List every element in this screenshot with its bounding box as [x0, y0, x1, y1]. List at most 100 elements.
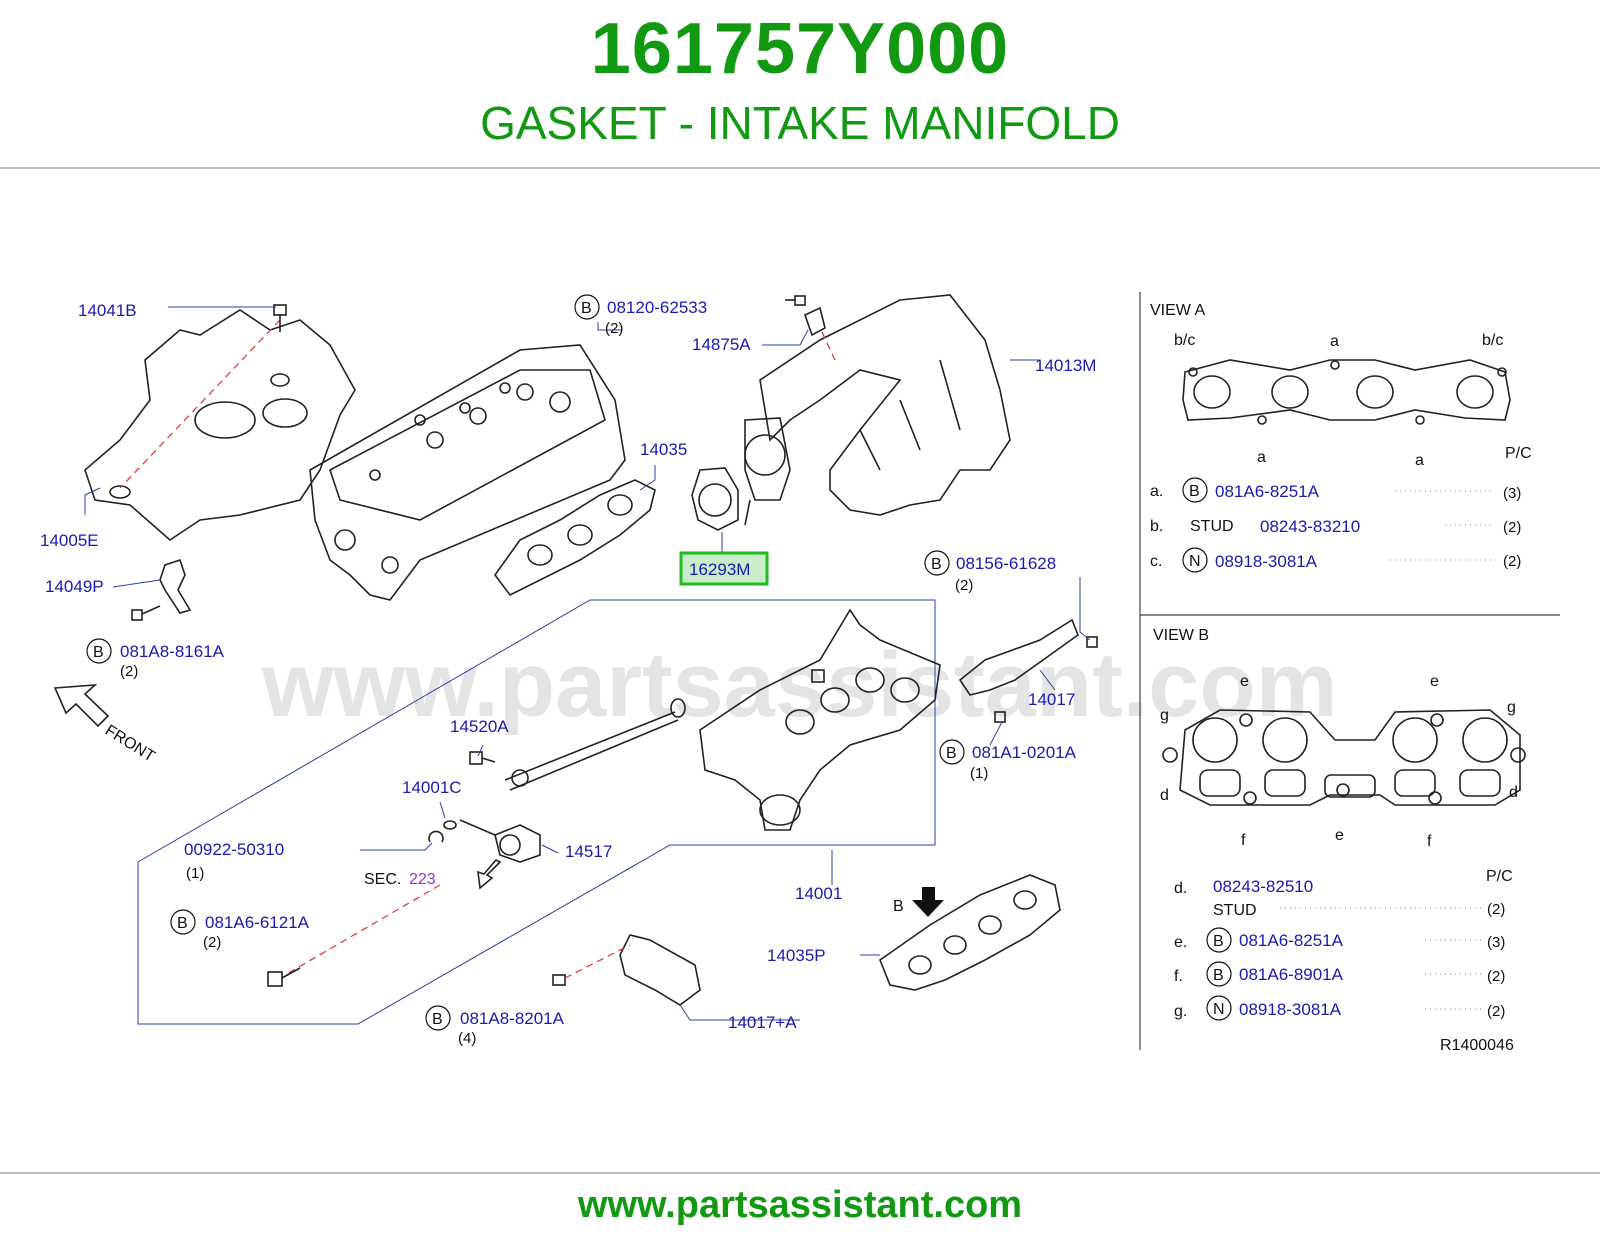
svg-text:f.: f.	[1174, 968, 1183, 985]
engine-cover-drawing	[84, 309, 356, 542]
diagram-reference: R1400046	[1440, 1037, 1514, 1054]
label-08120-62533[interactable]: 08120-62533	[607, 298, 707, 317]
front-arrow-icon	[53, 684, 110, 728]
view-b-pc: P/C	[1486, 868, 1513, 885]
badge-b-icon	[86, 638, 112, 664]
svg-text:N: N	[1189, 553, 1201, 570]
label-081A8-8161A[interactable]: 081A8-8161A	[120, 642, 225, 661]
view-b-title: VIEW B	[1153, 627, 1209, 644]
label-14013M[interactable]: 14013M	[1035, 356, 1096, 375]
label-16293M[interactable]: 16293M	[689, 560, 750, 579]
label-14875A[interactable]: 14875A	[692, 335, 751, 354]
svg-text:08918-3081A[interactable]: 08918-3081A	[1239, 1000, 1342, 1019]
label-front: FRONT	[102, 722, 158, 766]
footer-url[interactable]: www.partsassistant.com	[577, 1184, 1023, 1226]
svg-text:081A6-8901A[interactable]: 081A6-8901A	[1239, 965, 1344, 984]
svg-text:d.: d.	[1174, 880, 1187, 897]
svg-text:(2): (2)	[1487, 901, 1505, 918]
svg-text:a.: a.	[1150, 483, 1163, 500]
label-14517[interactable]: 14517	[565, 842, 612, 861]
view-a-row: a. B 081A6-8251A (3)	[1150, 477, 1521, 503]
view-b-row: d. 08243-82510	[1174, 877, 1313, 897]
view-b-letter: e	[1430, 673, 1439, 690]
badge-b-icon	[1206, 961, 1232, 987]
label-14049P[interactable]: 14049P	[45, 577, 104, 596]
svg-text:b.: b.	[1150, 518, 1163, 535]
badge-b-letter: B	[581, 300, 592, 317]
view-a-letter: a	[1415, 452, 1424, 469]
view-a-gasket-drawing	[1182, 359, 1511, 425]
label-sec: SEC.	[364, 871, 401, 888]
svg-text:c.: c.	[1150, 553, 1162, 570]
svg-text:08243-83210[interactable]: 08243-83210	[1260, 517, 1360, 536]
label-14017[interactable]: 14017	[1028, 690, 1075, 709]
view-a-title: VIEW A	[1150, 302, 1205, 319]
label-08156-61628[interactable]: 08156-61628	[956, 554, 1056, 573]
svg-text:N: N	[1213, 1001, 1225, 1018]
view-a-letter: a	[1330, 333, 1339, 350]
label-14035P[interactable]: 14035P	[767, 946, 826, 965]
qty-081A1-0201A: (1)	[970, 765, 988, 782]
bracket-14017-drawing	[958, 618, 1098, 723]
label-081A6-6121A[interactable]: 081A6-6121A	[205, 913, 310, 932]
cylinder-head-drawing	[309, 344, 626, 601]
svg-text:(3): (3)	[1487, 934, 1505, 951]
qty-08120-62533: (2)	[605, 320, 623, 337]
svg-text:(2): (2)	[1503, 553, 1521, 570]
svg-text:08918-3081A[interactable]: 08918-3081A	[1215, 552, 1318, 571]
view-b-letter: e	[1335, 827, 1344, 844]
qty-08156-61628: (2)	[955, 577, 973, 594]
svg-text:(2): (2)	[1487, 1003, 1505, 1020]
view-b-letter: f	[1427, 833, 1432, 850]
qty-081A8-8201A: (4)	[458, 1030, 476, 1047]
label-00922-50310[interactable]: 00922-50310	[184, 840, 284, 859]
qty-081A8-8161A: (2)	[120, 663, 138, 680]
part-number-title: 161757Y000	[590, 9, 1010, 89]
label-14001C[interactable]: 14001C	[402, 778, 462, 797]
label-14041B[interactable]: 14041B	[78, 301, 137, 320]
lower-manifold-14001-drawing	[699, 608, 941, 831]
svg-text:08243-82510[interactable]: 08243-82510	[1213, 877, 1313, 896]
badge-b-letter: B	[177, 915, 188, 932]
label-14035[interactable]: 14035	[640, 440, 687, 459]
svg-text:(3): (3)	[1503, 485, 1521, 502]
view-b-letter: d	[1509, 784, 1518, 801]
badge-b-letter: B	[931, 556, 942, 573]
view-b-letter: e	[1240, 673, 1249, 690]
footer-divider	[0, 1172, 1600, 1174]
view-a-row: b. STUD 08243-83210 (2)	[1150, 517, 1521, 536]
view-b-letter: g	[1507, 699, 1516, 716]
svg-text:081A6-8251A[interactable]: 081A6-8251A	[1215, 482, 1320, 501]
label-081A8-8201A[interactable]: 081A8-8201A	[460, 1009, 565, 1028]
badge-n-icon	[1206, 995, 1232, 1021]
actuator-14517-drawing	[459, 819, 541, 890]
clip-00922-drawing	[428, 820, 457, 843]
label-14017A[interactable]: 14017+A	[728, 1013, 797, 1032]
view-b-row: e. B 081A6-8251A (3)	[1174, 927, 1505, 953]
gasket-14035P-drawing	[879, 874, 1061, 991]
svg-text:STUD: STUD	[1213, 902, 1257, 919]
label-081A1-0201A[interactable]: 081A1-0201A	[972, 743, 1077, 762]
view-b-row: STUD (2)	[1213, 901, 1505, 919]
bolt-14041B-drawing	[273, 304, 287, 332]
intake-manifold-drawing	[744, 294, 1011, 526]
bolt-081A6-6121A-drawing	[267, 967, 301, 987]
watermark-text: www.partsassistant.com	[261, 634, 1337, 736]
badge-b-icon	[425, 1005, 451, 1031]
view-b-letter: f	[1241, 832, 1246, 849]
badge-b-icon	[1206, 927, 1232, 953]
label-14005E[interactable]: 14005E	[40, 531, 99, 550]
label-sec-223[interactable]: 223	[409, 871, 436, 888]
svg-text:(2): (2)	[1487, 968, 1505, 985]
view-a-letter: a	[1257, 449, 1266, 466]
bracket-14017A-drawing	[552, 934, 701, 1006]
sensor-14875A-drawing	[785, 295, 836, 361]
view-b-row: f. B 081A6-8901A (2)	[1174, 961, 1505, 987]
qty-00922-50310: (1)	[186, 865, 204, 882]
label-14001[interactable]: 14001	[795, 884, 842, 903]
svg-text:081A6-8251A[interactable]: 081A6-8251A	[1239, 931, 1344, 950]
label-14520A[interactable]: 14520A	[450, 717, 509, 736]
view-b-letter: g	[1160, 707, 1169, 724]
badge-b-letter: B	[946, 745, 957, 762]
